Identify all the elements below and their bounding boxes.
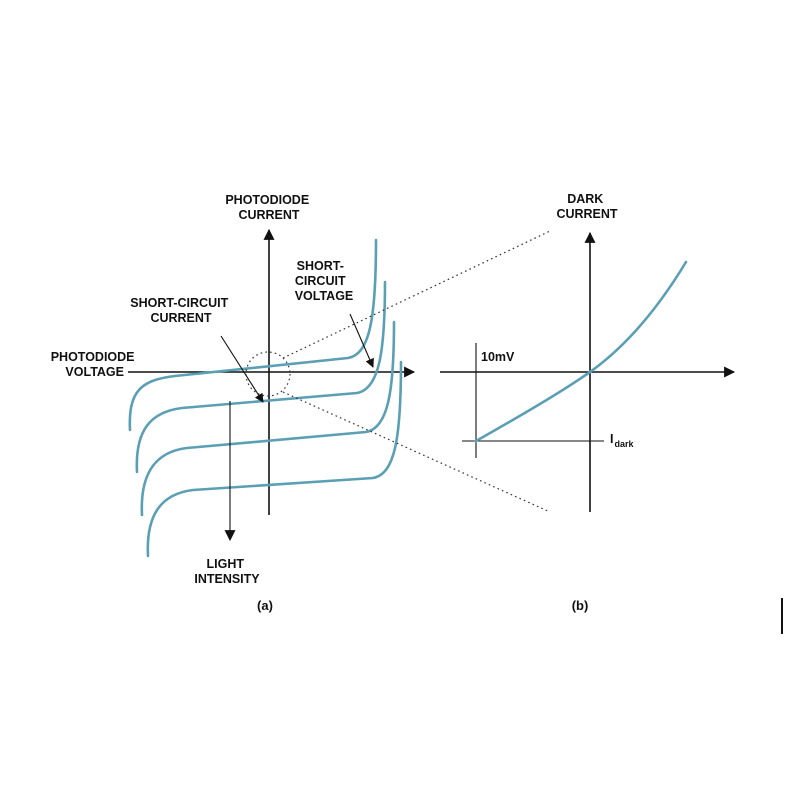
i-dark-label: Idark: [610, 432, 634, 449]
zoom-line-top: [282, 230, 551, 359]
i-dark-label-main: I: [610, 432, 613, 446]
panel-a: PHOTODIODE CURRENT PHOTODIODE VOLTAGE SH…: [51, 193, 551, 613]
dark-current-label-line1: DARK: [567, 192, 603, 206]
iv-curve-3: [140, 320, 396, 517]
photodiode-voltage-label-line1: PHOTODIODE: [51, 350, 135, 364]
iv-curve-1: [128, 238, 378, 432]
photodiode-current-label-line1: PHOTODIODE: [225, 193, 309, 207]
short-circuit-voltage-label: SHORT- CIRCUIT VOLTAGE: [295, 259, 354, 303]
photodiode-voltage-label-line2: VOLTAGE: [65, 365, 124, 379]
panel-b: DARK CURRENT 10mV Idark (b): [440, 192, 736, 613]
light-intensity-label-line1: LIGHT: [207, 557, 245, 571]
short-circuit-current-label-line1: SHORT-CIRCUIT: [130, 296, 228, 310]
short-circuit-voltage-pointer: [349, 313, 374, 368]
dark-current-label-line2: CURRENT: [556, 207, 617, 221]
dark-current-curve: [474, 260, 688, 443]
voltage-marker-label: 10mV: [481, 350, 515, 364]
short-circuit-voltage-label-line2: CIRCUIT: [295, 274, 346, 288]
photodiode-voltage-label: PHOTODIODE VOLTAGE: [51, 350, 138, 379]
light-intensity-label: LIGHT INTENSITY: [194, 557, 260, 586]
panel-a-caption: (a): [257, 598, 273, 613]
zoom-circle: [245, 351, 291, 397]
iv-curve-family: [128, 238, 403, 558]
photodiode-current-label: PHOTODIODE CURRENT: [225, 193, 312, 222]
short-circuit-current-label: SHORT-CIRCUIT CURRENT: [130, 296, 231, 325]
short-circuit-voltage-label-line1: SHORT-: [297, 259, 344, 273]
zoom-line-bottom: [282, 391, 551, 513]
i-dark-label-subscript: dark: [614, 439, 634, 449]
text-cursor-mark: [781, 598, 783, 634]
short-circuit-current-pointer: [220, 335, 264, 403]
dark-current-label: DARK CURRENT: [556, 192, 617, 221]
iv-curve-4: [146, 360, 403, 558]
short-circuit-voltage-label-line3: VOLTAGE: [295, 289, 354, 303]
panel-b-caption: (b): [572, 598, 589, 613]
photodiode-current-label-line2: CURRENT: [238, 208, 299, 222]
short-circuit-current-label-line2: CURRENT: [150, 311, 211, 325]
light-intensity-label-line2: INTENSITY: [194, 572, 260, 586]
iv-curve-2: [135, 280, 387, 474]
